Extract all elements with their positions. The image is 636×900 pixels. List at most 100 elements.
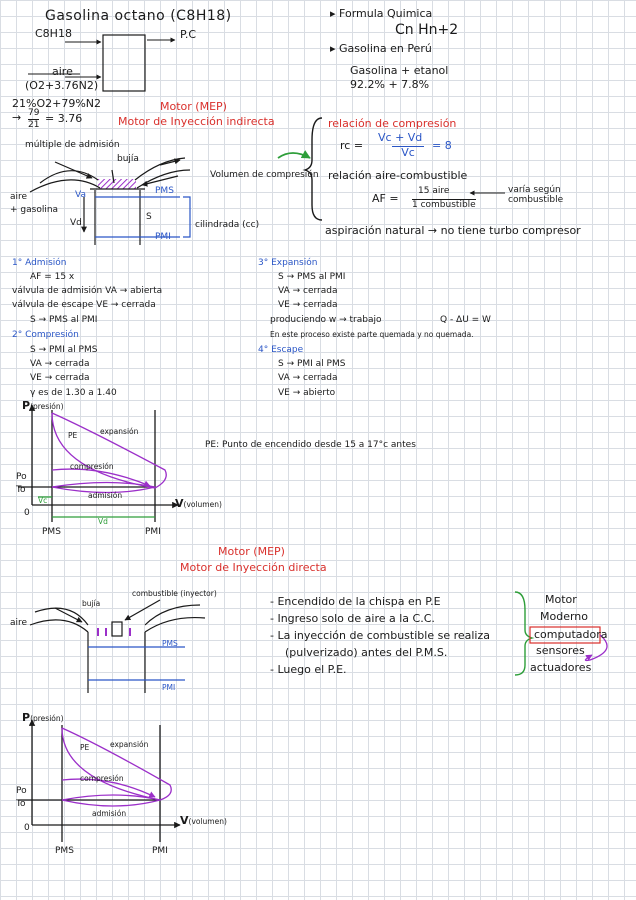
bullet-peru-text: Gasolina en Perú — [339, 42, 432, 55]
cycle3-line2: VA → cerrada — [278, 286, 338, 296]
pv2-to: To — [16, 799, 26, 809]
air-composition: (O2+3.76N2) — [25, 79, 99, 92]
cycle1-line2: válvula de admisión VA → abierta — [12, 286, 163, 296]
pv-diagram-1 — [18, 404, 179, 522]
cycle2-line2: VA → cerrada — [30, 359, 90, 369]
rc-lhs: rc = — [340, 139, 364, 152]
mep2-bullet2: - Ingreso solo de aire a la C.C. — [270, 612, 435, 625]
ratio-prefix: → — [12, 111, 22, 124]
bullet-peru-title: ▸ Gasolina en Perú — [330, 42, 432, 55]
pv1-p-axis: P(presión) — [22, 399, 64, 413]
pc-label: P.C — [180, 28, 197, 41]
air-label: aire — [52, 65, 73, 78]
bullet-formula-expr: Cn Hn+2 — [395, 22, 459, 38]
pv2-compresion: compresión — [80, 774, 124, 783]
af-note: varía según combustible — [508, 185, 564, 206]
mep1-va-label: Va — [75, 190, 86, 200]
cycle4-line3: VE → abierto — [278, 388, 336, 398]
mep2-injector-label: combustible (inyector) — [132, 589, 217, 598]
pv1-zero: 0 — [24, 508, 30, 518]
mep2-aire-label: aire — [10, 618, 28, 628]
brace-2 — [514, 591, 535, 676]
mep1-multiple-label: múltiple de admisión — [25, 140, 120, 150]
pv1-admision: admisión — [88, 491, 123, 500]
cycle3-line5: En este proceso existe parte quemada y n… — [270, 330, 474, 339]
mep2-bullet1: - Encendido de la chispa en P.E — [270, 595, 441, 608]
cycle1-title: 1° Admisión — [12, 258, 67, 268]
af-numerator: 15 aire — [418, 186, 450, 196]
combustion-box — [28, 34, 176, 92]
pv1-po: Po — [16, 472, 27, 482]
cycle4-line1: S → PMI al PMS — [278, 359, 346, 369]
pv1-v-letter: V — [175, 497, 184, 510]
modern-motor-sensors: sensores — [536, 644, 585, 657]
cycle1-line3: válvula de escape VE → cerrada — [12, 300, 156, 310]
pv2-v-sub: (volumen) — [188, 817, 227, 826]
pv1-p-letter: P — [22, 399, 31, 412]
cycle3-equation: Q - ΔU = W — [440, 315, 491, 325]
ratio-value: = 3.76 — [45, 112, 83, 125]
mep1-vd-label: Vd — [70, 218, 82, 228]
pv1-expansion: expansión — [100, 427, 139, 436]
pv2-pms: PMS — [55, 846, 74, 856]
pv1-compresion: compresión — [70, 462, 114, 471]
air-percent: 21%O2+79%N2 — [12, 97, 101, 110]
mep2-bullet3b: (pulverizado) antes del P.M.S. — [285, 646, 448, 659]
pv1-v-axis: V(volumen) — [175, 497, 222, 511]
pv2-po: Po — [16, 786, 27, 796]
modern-motor-actuators: actuadores — [530, 661, 592, 674]
gasoline-blend-pct: 92.2% + 7.8% — [350, 78, 430, 91]
rel-comp-label: relación de compresión — [328, 117, 457, 130]
cycle1-line4: S → PMS al PMI — [30, 315, 98, 325]
mep1-title: Motor (MEP) — [160, 100, 227, 113]
pv2-p-sub: (presión) — [30, 714, 64, 723]
af-lhs: AF = — [372, 192, 399, 205]
gasoline-blend: Gasolina + etanol — [350, 64, 449, 77]
mep1-cilindrada-label: cilindrada (cc) — [195, 220, 260, 230]
green-arrow — [277, 150, 311, 159]
mep1-pms-label: PMS — [155, 186, 174, 196]
mep1-gasolina-label: + gasolina — [10, 205, 59, 215]
pv1-to: To — [16, 485, 26, 495]
cycle2-line1: S → PMI al PMS — [30, 345, 98, 355]
pv2-zero: 0 — [24, 823, 30, 833]
cycle3-line1: S → PMS al PMI — [278, 272, 346, 282]
cycle3-line4: produciendo w → trabajo — [270, 315, 382, 325]
mep2-bullet4: - Luego el P.E. — [270, 663, 347, 676]
pv1-vc: Vc — [38, 496, 48, 505]
modern-motor-computer: computadora — [534, 628, 608, 641]
pv-diagram-2 — [18, 719, 181, 842]
pv1-pe: PE — [68, 431, 78, 440]
pv2-p-axis: P(presión) — [22, 711, 64, 725]
pv2-admision: admisión — [92, 809, 127, 818]
mep2-bujia-label: bujía — [82, 599, 101, 608]
mep1-pmi-label: PMI — [155, 232, 171, 242]
aspiration-note: aspiración natural → no tiene turbo comp… — [325, 224, 581, 237]
rel-af-label: relación aire-combustible — [328, 169, 468, 182]
computer-loop — [584, 634, 608, 662]
ratio-denominator: 21 — [28, 119, 40, 130]
cycle2-line4: γ es de 1.30 a 1.40 — [30, 388, 117, 398]
mep2-bullet3: - La inyección de combustible se realiza — [270, 629, 490, 642]
mep1-volcomp-label: Volumen de compresión — [210, 170, 319, 180]
pv1-pms: PMS — [42, 527, 61, 537]
mep1-aire-label: aire — [10, 192, 28, 202]
engine-diagram-indirect — [29, 157, 191, 245]
pv1-vd: Vd — [98, 517, 108, 526]
engine-diagram-direct — [29, 599, 206, 693]
pv2-v-letter: V — [180, 814, 189, 827]
rc-denominator: Vc — [392, 146, 424, 160]
ratio-numerator: 79 — [28, 108, 40, 118]
bullet-formula-title: ▸ Formula Quimica — [330, 7, 433, 20]
brace-1 — [302, 117, 323, 221]
fuel-formula: C8H18 — [35, 27, 72, 40]
pv2-v-axis: V(volumen) — [180, 814, 227, 828]
fuel-title: Gasolina octano (C8H18) — [45, 8, 232, 24]
pv2-p-letter: P — [22, 711, 31, 724]
bullet-formula-text: Formula Quimica — [339, 7, 433, 20]
mep2-title: Motor (MEP) — [218, 545, 285, 558]
pv1-p-sub: (presión) — [30, 402, 64, 411]
pv1-pmi: PMI — [145, 527, 161, 537]
pv1-v-sub: (volumen) — [183, 500, 222, 509]
